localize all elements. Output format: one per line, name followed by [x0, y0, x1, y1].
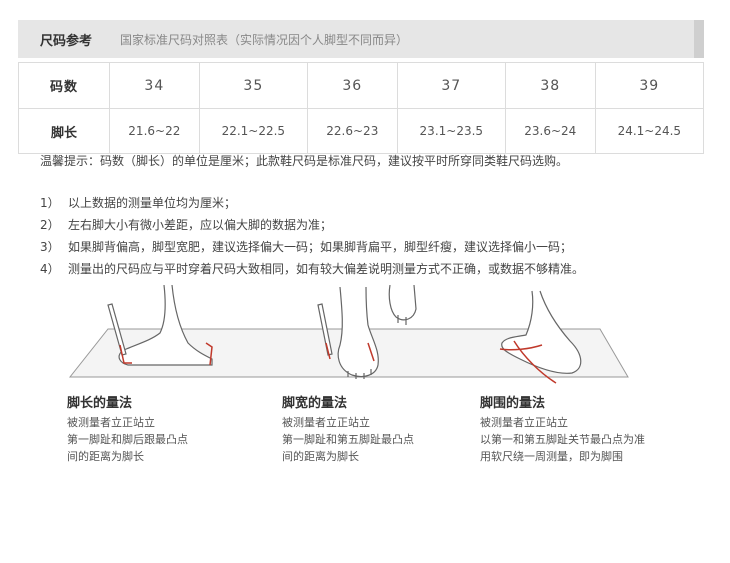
foot-front-view-icon [337, 286, 379, 379]
note-item: 3） 如果脚背偏高，脚型宽肥，建议选择偏大一码；如果脚背扁平，脚型纤瘦，建议选择偏… [40, 238, 572, 255]
method-line: 用软尺绕一周测量，即为脚围 [480, 450, 623, 463]
method-title-length: 脚长的量法 [67, 396, 133, 411]
row-label-foot-length: 脚长 [18, 108, 110, 154]
size-cell: 38 [504, 62, 596, 109]
measurement-illustration [68, 285, 629, 384]
tip-text: 温馨提示：码数（脚长）的单位是厘米；此款鞋尺码是标准尺码，建议按平时所穿同类鞋尺… [40, 154, 569, 168]
note-number: 3） [40, 240, 60, 254]
length-cell: 22.1~22.5 [198, 108, 308, 154]
note-item: 1） 以上数据的测量单位均为厘米； [40, 194, 236, 211]
pen-icon [107, 303, 127, 356]
note-text: 如果脚背偏高，脚型宽肥，建议选择偏大一码；如果脚背扁平，脚型纤瘦，建议选择偏小一… [68, 240, 573, 254]
length-cell: 21.6~22 [109, 108, 200, 154]
note-item: 2） 左右脚大小有微小差距，应以偏大脚的数据为准； [40, 216, 332, 233]
method-line: 间的距离为脚长 [67, 450, 144, 463]
tape-measure-icon [499, 340, 557, 384]
method-line: 间的距离为脚长 [282, 450, 359, 463]
size-cell: 39 [594, 62, 705, 109]
size-chart-table: 码数 34 35 36 37 38 39 脚长 21.6~22 22.1~22.… [18, 62, 705, 154]
note-text: 以上数据的测量单位均为厘米； [68, 196, 237, 210]
length-cell: 22.6~23 [306, 108, 398, 154]
note-number: 4） [40, 262, 60, 276]
method-desc-length: 被测量者立正站立 第一脚趾和脚后跟最凸点 间的距离为脚长 [67, 414, 188, 465]
method-line: 第一脚趾和第五脚趾最凸点 [282, 433, 414, 446]
size-cell: 34 [109, 62, 200, 109]
length-mark-heel [205, 342, 213, 366]
table-row-size: 码数 34 35 36 37 38 39 [18, 62, 705, 109]
method-desc-width: 被测量者立正站立 第一脚趾和第五脚趾最凸点 间的距离为脚长 [282, 414, 414, 465]
method-line: 以第一和第五脚趾关节最凸点为准 [480, 433, 645, 446]
note-number: 2） [40, 218, 60, 232]
width-marks [325, 342, 375, 362]
method-line: 第一脚趾和脚后跟最凸点 [67, 433, 188, 446]
length-cell: 23.1~23.5 [396, 108, 506, 154]
header-bar: 尺码参考 国家标准尺码对照表（实际情况因个人脚型不同而异） [18, 20, 704, 58]
note-text: 测量出的尺码应与平时穿着尺码大致相同，如有较大偏差说明测量方式不正确，或数据不够… [68, 262, 585, 276]
table-row-foot-length: 脚长 21.6~22 22.1~22.5 22.6~23 23.1~23.5 2… [18, 108, 705, 154]
foot-side-view-icon [118, 285, 213, 366]
length-mark-toe [119, 344, 132, 364]
size-cell: 36 [306, 62, 398, 109]
method-line: 被测量者立正站立 [67, 416, 155, 429]
method-title-girth: 脚围的量法 [480, 396, 546, 411]
header-title: 尺码参考 [40, 34, 93, 49]
header-accent-bar [694, 20, 704, 58]
note-text: 左右脚大小有微小差距，应以偏大脚的数据为准； [68, 218, 333, 232]
row-label-size: 码数 [18, 62, 110, 109]
method-title-width: 脚宽的量法 [282, 396, 348, 411]
hand-icon [388, 285, 417, 325]
method-desc-girth: 被测量者立正站立 以第一和第五脚趾关节最凸点为准 用软尺绕一周测量，即为脚围 [480, 414, 645, 465]
method-line: 被测量者立正站立 [480, 416, 568, 429]
note-number: 1） [40, 196, 60, 210]
size-cell: 37 [396, 62, 506, 109]
size-cell: 35 [198, 62, 308, 109]
length-cell: 24.1~24.5 [594, 108, 705, 154]
header-subtitle: 国家标准尺码对照表（实际情况因个人脚型不同而异） [120, 33, 409, 47]
pen-icon [317, 303, 333, 356]
length-cell: 23.6~24 [504, 108, 596, 154]
note-item: 4） 测量出的尺码应与平时穿着尺码大致相同，如有较大偏差说明测量方式不正确，或数据… [40, 260, 584, 277]
method-line: 被测量者立正站立 [282, 416, 370, 429]
